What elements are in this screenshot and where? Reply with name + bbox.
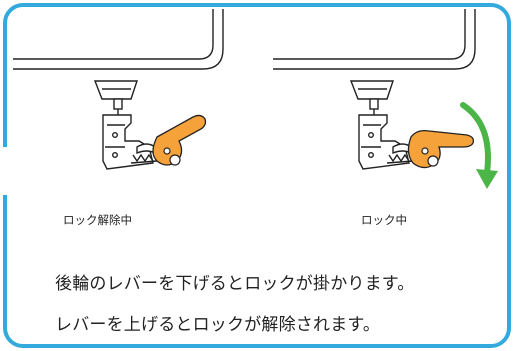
instruction-panel: ロック解除中 ロック中 後輪のレバーを下げるとロックが掛かります。 レバーを上げ…: [3, 3, 511, 348]
caption-locked: ロック中: [361, 213, 407, 227]
frame-tab-left: [3, 147, 9, 195]
caster-unlocked-illustration: [13, 9, 224, 170]
caption-unlocked: ロック解除中: [63, 213, 132, 227]
lever-lowered: [407, 129, 475, 169]
description-line-2: レバーを上げるとロックが解除されます。: [55, 315, 381, 335]
description-line-1: 後輪のレバーを下げるとロックが掛かります。: [55, 274, 415, 294]
rotate-down-arrow-icon: [460, 102, 498, 189]
caster-locked-illustration: [273, 9, 498, 189]
